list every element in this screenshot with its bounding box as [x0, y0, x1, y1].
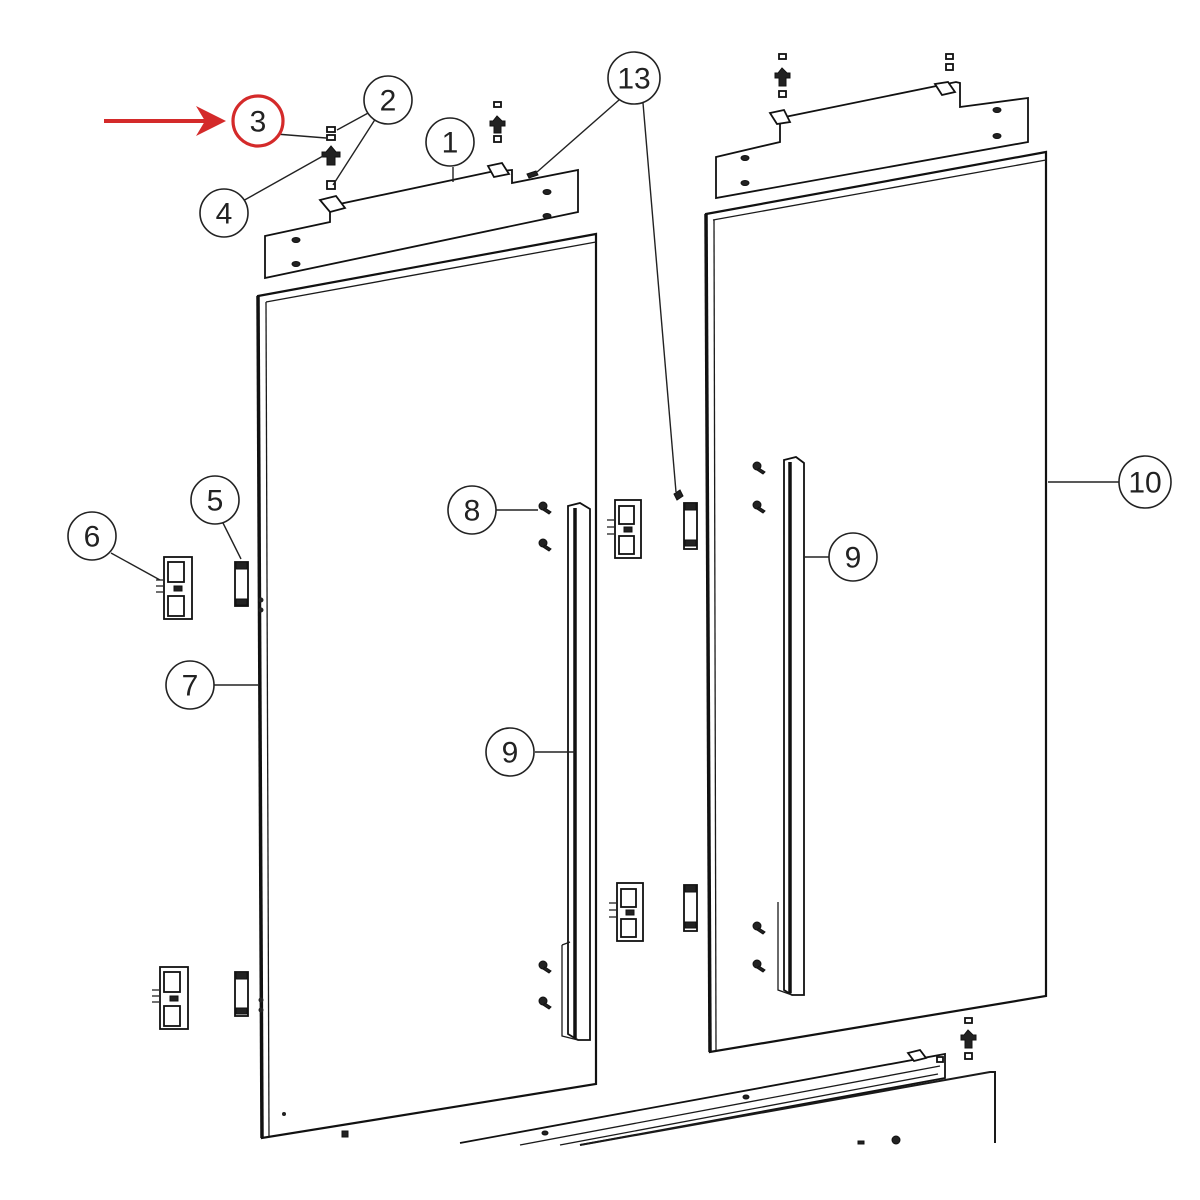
hinge-bracket-left-upper — [156, 556, 193, 620]
callout-6: 6 — [67, 511, 117, 561]
handle-screws-left — [538, 501, 552, 1010]
callout-label: 8 — [464, 495, 481, 528]
door-handle-left — [561, 502, 591, 1041]
callout-7: 7 — [165, 660, 215, 710]
callout-3-highlighted: 3 — [231, 94, 285, 148]
callout-9-right: 9 — [828, 532, 878, 582]
callout-label: 13 — [617, 63, 650, 96]
callout-label: 1 — [442, 127, 459, 160]
callout-label: 9 — [845, 542, 862, 575]
callout-1: 1 — [425, 117, 475, 167]
door-latch-left-upper — [234, 561, 249, 607]
callout-label: 3 — [250, 106, 267, 139]
callout-4: 4 — [199, 188, 249, 238]
callout-label: 7 — [182, 670, 199, 703]
handle-screws-right — [752, 461, 766, 973]
callout-label: 2 — [380, 85, 397, 118]
right-door-panel — [704, 150, 1048, 1054]
callout-label: 10 — [1128, 467, 1161, 500]
door-handle-right — [777, 456, 805, 996]
callout-label: 4 — [216, 198, 233, 231]
callout-9-left: 9 — [485, 727, 535, 777]
hinge-bracket-middle-upper — [607, 499, 642, 559]
hinge-hardware-top-left — [321, 101, 539, 190]
top-bracket-left — [264, 161, 579, 280]
callout-label: 5 — [207, 485, 224, 518]
left-door-panel — [256, 232, 598, 1140]
callout-13: 13 — [607, 51, 661, 105]
callout-8: 8 — [447, 485, 497, 535]
door-latch-middle-upper — [673, 489, 698, 550]
hinge-bracket-middle-lower — [609, 882, 644, 942]
callout-10: 10 — [1118, 455, 1172, 509]
leader-lines — [110, 99, 1119, 753]
door-latch-middle-lower — [683, 884, 698, 932]
callout-label: 6 — [84, 521, 101, 554]
callout-2: 2 — [363, 75, 413, 125]
hinge-bracket-left-lower — [152, 966, 189, 1030]
door-latch-left-lower — [234, 971, 249, 1017]
bottom-drawer-bracket — [341, 1017, 996, 1146]
pointer-arrow — [104, 106, 226, 136]
callout-5: 5 — [190, 475, 240, 525]
top-bracket-right — [715, 53, 1029, 200]
callout-label: 9 — [502, 737, 519, 770]
